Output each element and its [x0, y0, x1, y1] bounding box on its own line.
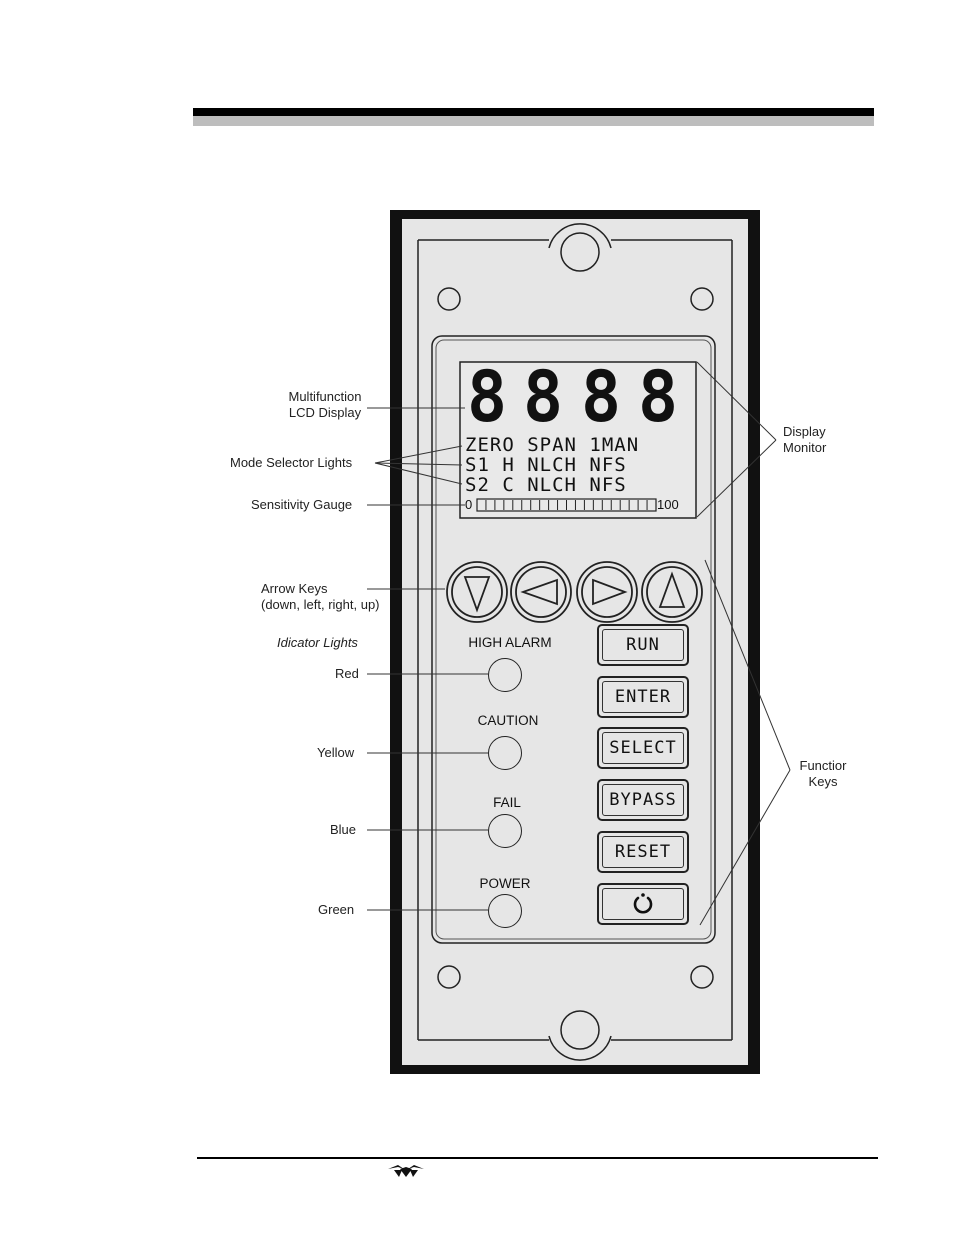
power-key[interactable] [597, 883, 689, 925]
reset-key-label: RESET [602, 836, 684, 868]
callout-green: Green [318, 902, 354, 918]
high-alarm-label: HIGH ALARM [440, 635, 580, 650]
callout-blue: Blue [330, 822, 356, 838]
enter-key-label: ENTER [602, 681, 684, 713]
lcd-digit-3: 8 [581, 362, 621, 432]
power-light [488, 894, 522, 928]
select-key[interactable]: SELECT [597, 727, 689, 769]
callout-arrow-keys: Arrow Keys (down, left, right, up) [261, 581, 380, 613]
run-key[interactable]: RUN [597, 624, 689, 666]
lcd-mode-row-1: ZERO SPAN 1MAN [465, 434, 639, 456]
right-arrow-key-button[interactable] [577, 562, 637, 622]
footer-rule [197, 1157, 878, 1159]
select-key-label: SELECT [602, 732, 684, 764]
gauge-max-label: 100 [657, 497, 679, 512]
screw-hole-bottom-left [438, 966, 460, 988]
lcd-mode-row-2: S1 H NLCH NFS [465, 454, 627, 476]
up-arrow-key-button[interactable] [642, 562, 702, 622]
callout-mode-selector: Mode Selector Lights [230, 455, 352, 471]
power-key-face [602, 888, 684, 920]
bypass-key[interactable]: BYPASS [597, 779, 689, 821]
down-arrow-key-button[interactable] [447, 562, 507, 622]
lcd-mode-row-3: S2 C NLCH NFS [465, 474, 627, 496]
fail-label: FAIL [437, 795, 577, 810]
bottom-slot-hole [561, 1011, 599, 1049]
reset-key[interactable]: RESET [597, 831, 689, 873]
callout-display-monitor: Display Monitor [783, 424, 826, 456]
callout-function-keys: Functior Keys [793, 758, 853, 790]
callout-yellow: Yellow [317, 745, 354, 761]
screw-hole-top-right [691, 288, 713, 310]
callout-indicator-lights: Idicator Lights [277, 635, 358, 651]
power-icon [631, 892, 655, 916]
brand-logo [388, 1165, 424, 1177]
run-key-label: RUN [602, 629, 684, 661]
callout-lcd-display: Multifunction LCD Display [270, 389, 380, 421]
gauge-min-label: 0 [465, 497, 472, 512]
lcd-digit-2: 8 [523, 362, 563, 432]
caution-light [488, 736, 522, 770]
lcd-digit-1: 8 [467, 362, 507, 432]
high-alarm-light [488, 658, 522, 692]
top-slot-hole [561, 233, 599, 271]
lcd-digit-4: 8 [638, 362, 678, 432]
screw-hole-bottom-right [691, 966, 713, 988]
callout-sensitivity-gauge: Sensitivity Gauge [251, 497, 352, 513]
enter-key[interactable]: ENTER [597, 676, 689, 718]
caution-label: CAUTION [438, 713, 578, 728]
left-arrow-key-button[interactable] [511, 562, 571, 622]
screw-hole-top-left [438, 288, 460, 310]
callout-red: Red [335, 666, 359, 682]
fail-light [488, 814, 522, 848]
power-label: POWER [435, 876, 575, 891]
bypass-key-label: BYPASS [602, 784, 684, 816]
